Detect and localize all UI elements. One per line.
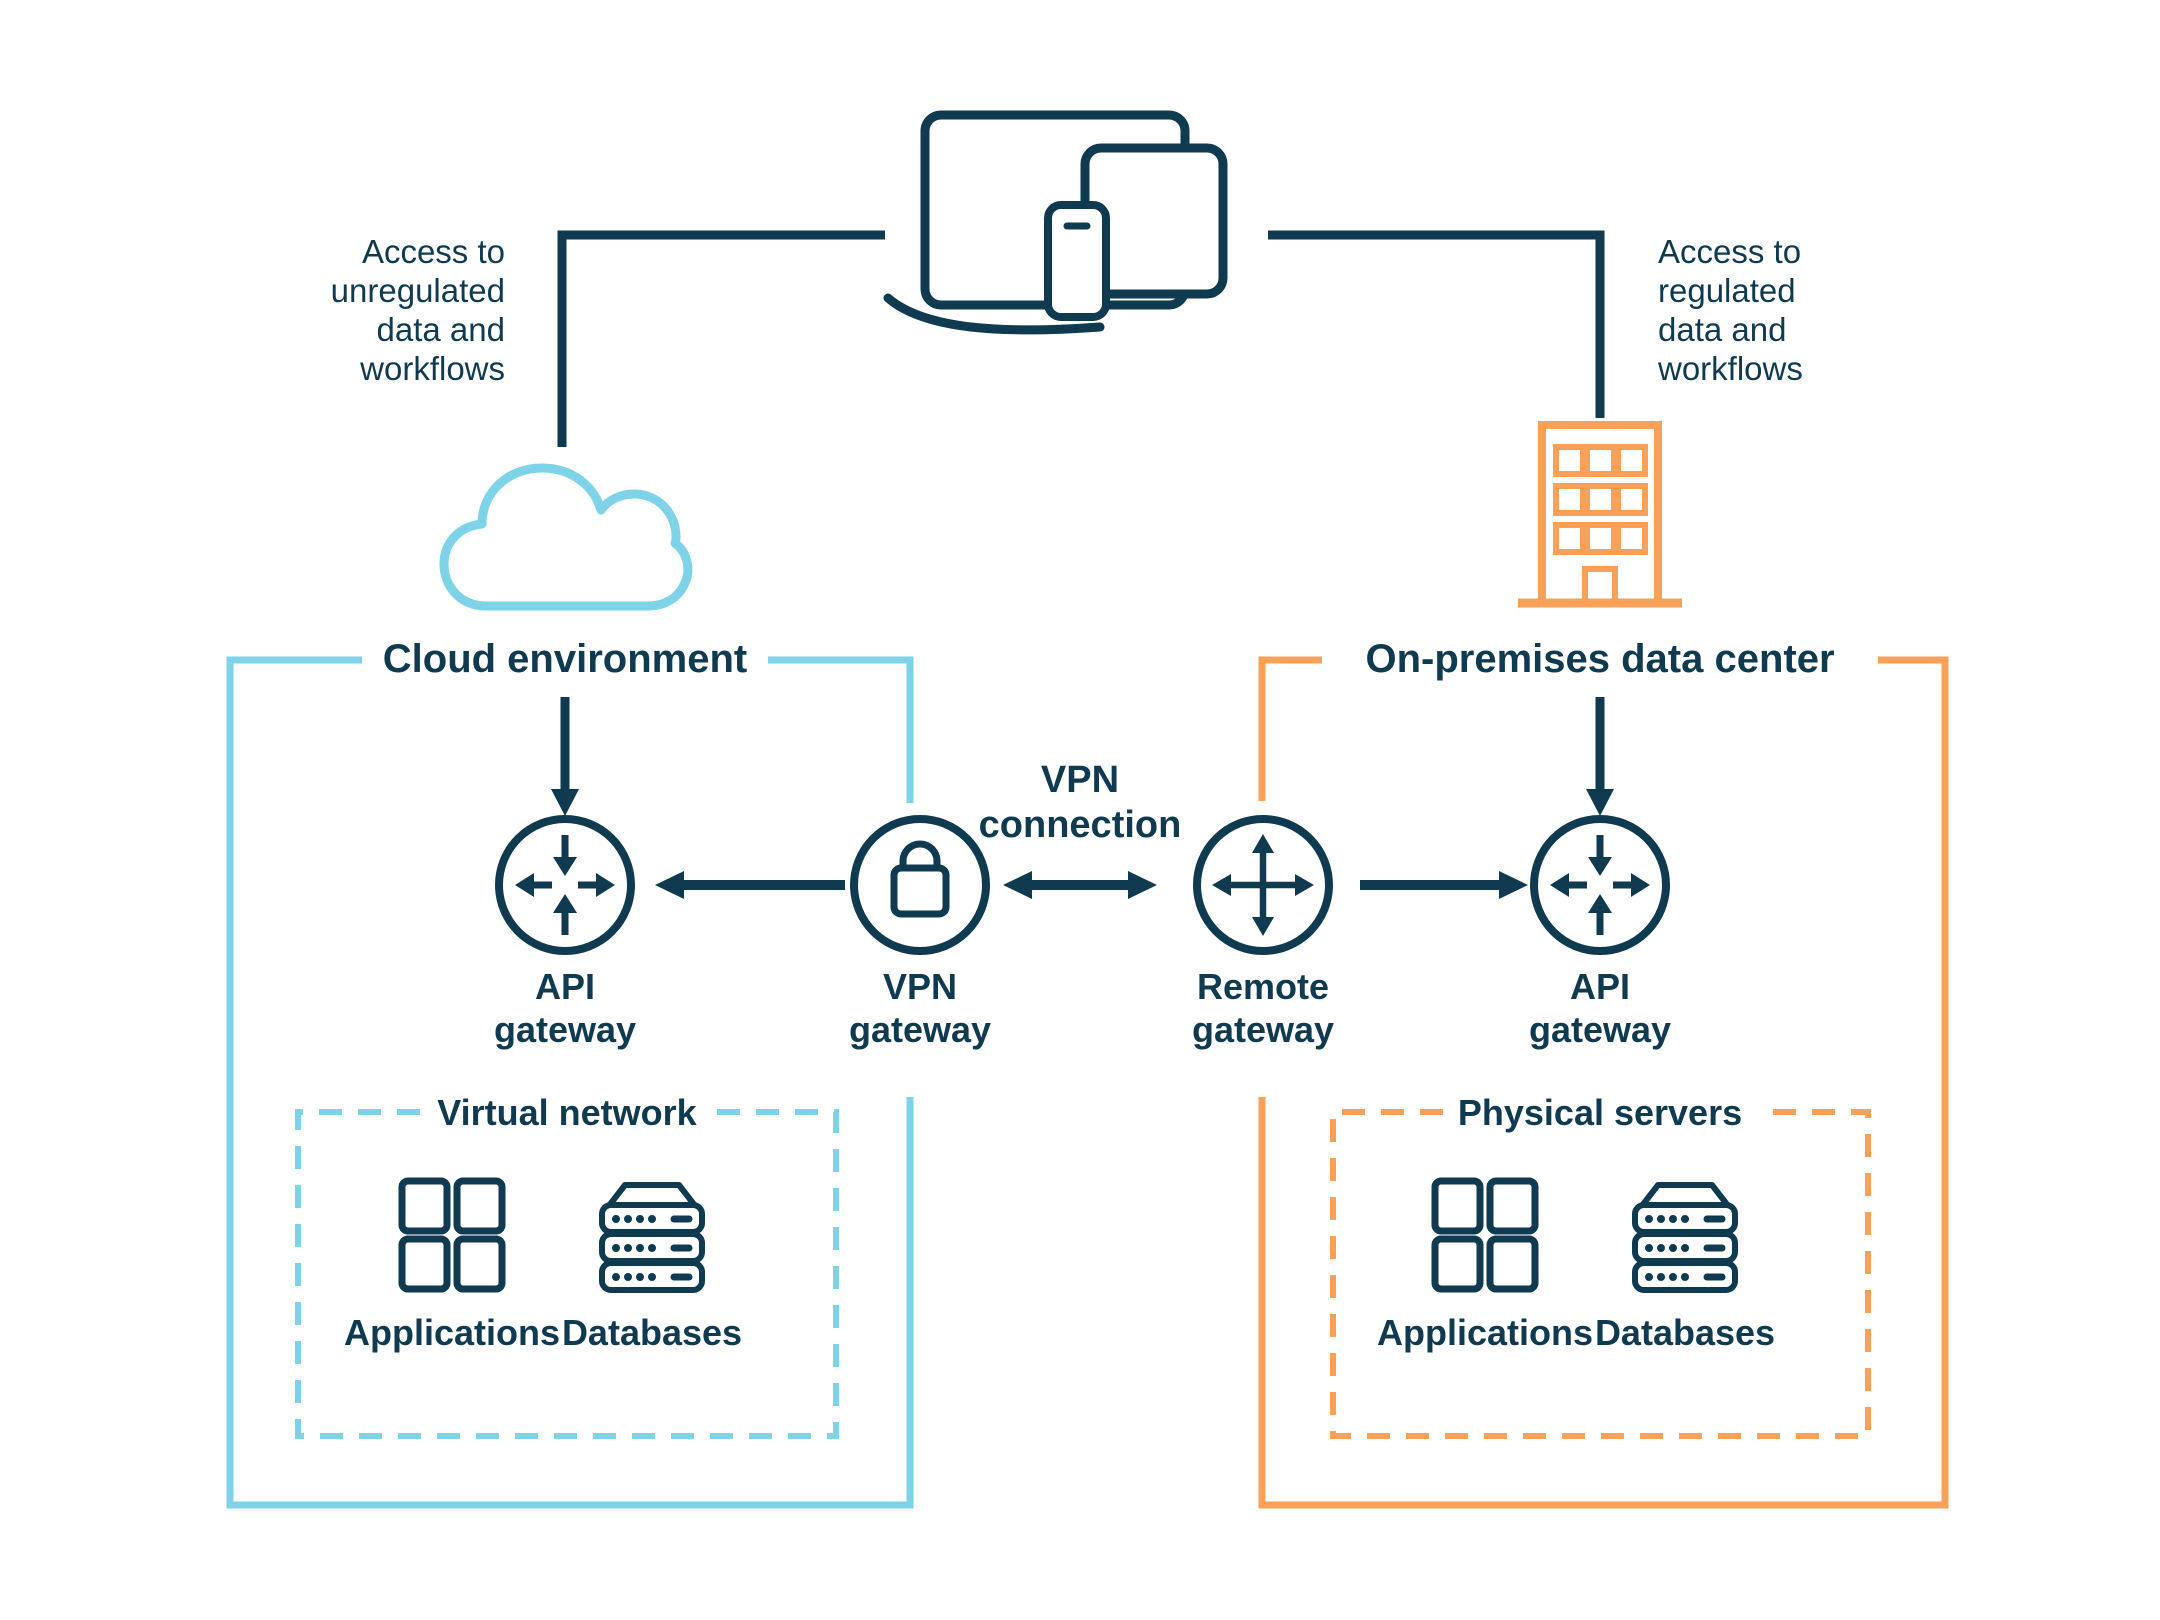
vpn-gateway-icon (850, 815, 990, 955)
databases-label-cloud: Databases (561, 1312, 743, 1353)
databases-icon-onprem (1635, 1185, 1735, 1290)
databases-label-onprem: Databases (1594, 1312, 1776, 1353)
building-icon (1518, 421, 1682, 608)
api-gateway-right-icon (1530, 815, 1670, 955)
onprem-title: On-premises data center (1365, 637, 1835, 681)
api-gateway-left-icon (495, 815, 635, 955)
databases-icon-cloud (602, 1185, 702, 1290)
applications-icon-cloud (402, 1181, 502, 1289)
vpn-gateway-label: VPN gateway (848, 966, 992, 1050)
remote-gateway-icon (1193, 815, 1333, 955)
remote-gateway-label: Remote gateway (1191, 966, 1335, 1050)
api-gateway-right-label: API gateway (1528, 966, 1672, 1050)
cloud-icon (439, 463, 693, 611)
arrow-down-cloud (551, 697, 579, 816)
devices-icon (883, 110, 1228, 335)
connector-right (1268, 230, 1605, 418)
applications-label-onprem: Applications (1376, 1312, 1594, 1353)
access-regulated-note: Access to regulated data and workflows (1658, 233, 1803, 387)
arrow-down-onprem (1586, 697, 1614, 816)
access-unregulated-note: Access to unregulated data and workflows (330, 233, 505, 387)
arrow-vpn-connection (1003, 871, 1157, 899)
virtual-network-title: Virtual network (437, 1092, 697, 1133)
onprem-box (1258, 656, 1949, 1509)
applications-label-cloud: Applications (343, 1312, 561, 1353)
cloud-environment-box (226, 656, 914, 1509)
applications-icon-onprem (1435, 1181, 1535, 1289)
physical-servers-title: Physical servers (1457, 1092, 1743, 1133)
virtual-network-box (295, 1109, 839, 1439)
arrow-remote-to-api (1360, 871, 1528, 899)
cloud-environment-title: Cloud environment (382, 637, 748, 681)
api-gateway-left-label: API gateway (493, 966, 637, 1050)
vpn-connection-label: VPN connection (978, 759, 1182, 846)
physical-servers-box (1330, 1109, 1871, 1439)
connector-left (557, 230, 885, 447)
arrow-vpn-to-api (655, 871, 845, 899)
